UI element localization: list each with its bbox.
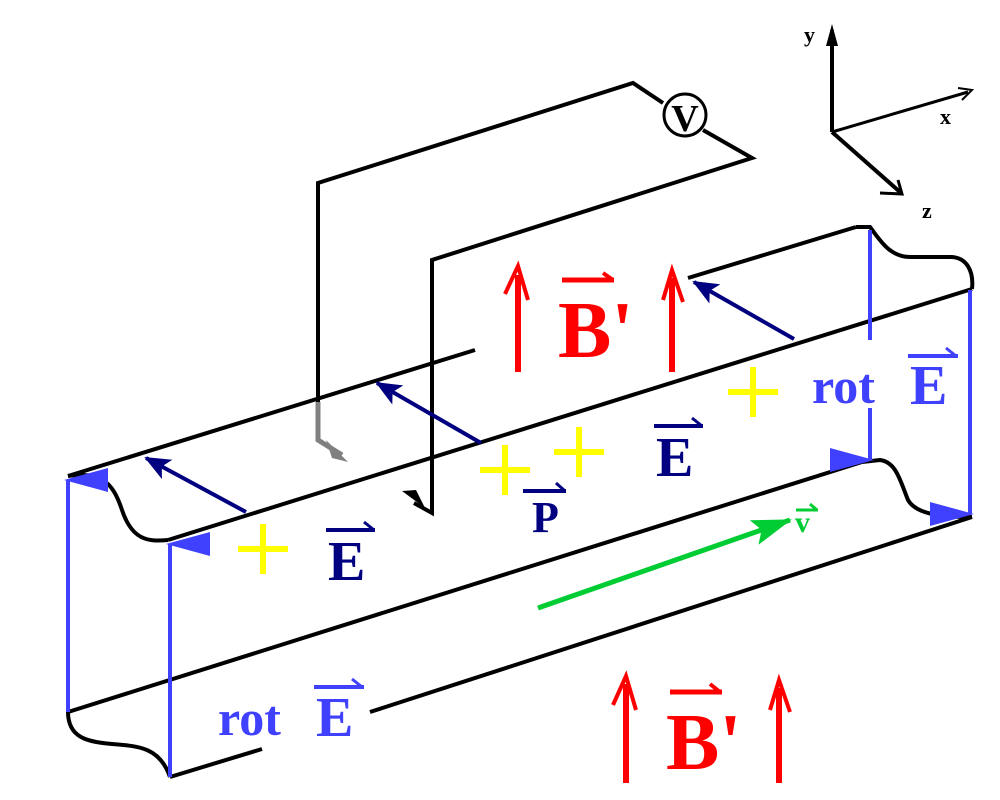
- velocity-label: v: [795, 506, 810, 539]
- loop-wire-front: [413, 128, 757, 517]
- slab-bottom-back-edge: [67, 460, 863, 714]
- velocity-arrow: [537, 517, 792, 611]
- E-label-center-text: E: [656, 427, 693, 489]
- loop-wire-back: [316, 80, 665, 430]
- B-field-bottom: B': [611, 670, 792, 787]
- P-label-text: P: [532, 493, 559, 542]
- E-arrow-2: [375, 381, 482, 445]
- charge-plus-icon: [238, 524, 288, 574]
- x-axis-arrowhead-icon: [957, 87, 975, 101]
- vector-tick: [363, 520, 375, 532]
- B-arrowhead-icon: [611, 670, 638, 711]
- z-axis-label: z: [922, 198, 932, 223]
- E-label-center: E: [654, 416, 703, 489]
- black-arrowhead-icon: [402, 490, 425, 508]
- rot-E-vec-left: E: [316, 687, 353, 749]
- slab-right-cap-top: [856, 225, 975, 290]
- polarization-charges: [238, 367, 778, 574]
- rot-E-label-left: rot E: [218, 677, 364, 749]
- vector-tick: [555, 481, 566, 493]
- rot-word-right: rot: [812, 358, 875, 414]
- E-arrow-1: [144, 456, 247, 514]
- coordinate-axes: y x z: [804, 22, 975, 223]
- slab-bottom-front-edge-right: [369, 515, 973, 714]
- B-prime-label-bottom: B': [666, 699, 742, 787]
- charge-plus-icon: [480, 445, 530, 495]
- vector-tick: [351, 677, 363, 689]
- voltmeter-label: V: [671, 98, 699, 140]
- B-arrowhead-icon: [661, 263, 685, 303]
- z-axis-arrowhead-icon: [879, 179, 905, 196]
- vector-tick: [809, 502, 818, 512]
- charge-plus-icon: [728, 367, 778, 417]
- B-prime-label-top: B': [558, 287, 634, 375]
- E-label-left-text: E: [328, 531, 365, 593]
- B-field-top: B': [503, 260, 685, 375]
- y-axis-label: y: [804, 22, 815, 47]
- rot-E-field-lines: [64, 230, 974, 777]
- slab-top-back-edge-right: [687, 225, 857, 280]
- vector-tick: [691, 416, 703, 428]
- E-label-left: E: [326, 520, 375, 593]
- rot-E-label-right: rot E: [812, 346, 958, 417]
- E-arrow-3: [692, 280, 795, 341]
- x-axis: [831, 90, 969, 134]
- rot-word-left: rot: [218, 690, 281, 746]
- B-vector-tick-top: [601, 271, 615, 282]
- z-axis: [830, 130, 902, 194]
- slab-left-cap-bottom: [66, 711, 172, 778]
- voltmeter-loop: V: [316, 80, 757, 517]
- slab-bottom-front-edge-left: [169, 747, 263, 779]
- charge-plus-icon: [554, 427, 604, 477]
- voltmeter-icon: [662, 92, 708, 138]
- velocity-vector: v: [537, 502, 818, 611]
- E-field-arrows: [144, 280, 795, 514]
- slab-top-front-edge: [167, 287, 973, 542]
- gray-arrowhead-icon: [326, 440, 348, 462]
- slab-right-cap-bottom: [861, 457, 973, 519]
- y-axis-arrowhead-icon: [826, 24, 838, 46]
- slab-top-back-edge-left: [67, 348, 476, 478]
- rot-E-vec-right: E: [910, 355, 947, 417]
- B-arrowhead-icon: [503, 260, 530, 301]
- slab-left-cap-top: [67, 473, 169, 543]
- vector-tick: [945, 346, 957, 358]
- P-label: P: [523, 481, 566, 542]
- B-arrowhead-icon: [768, 673, 792, 713]
- B-vector-tick-bottom: [708, 682, 722, 694]
- x-axis-label: x: [940, 104, 951, 129]
